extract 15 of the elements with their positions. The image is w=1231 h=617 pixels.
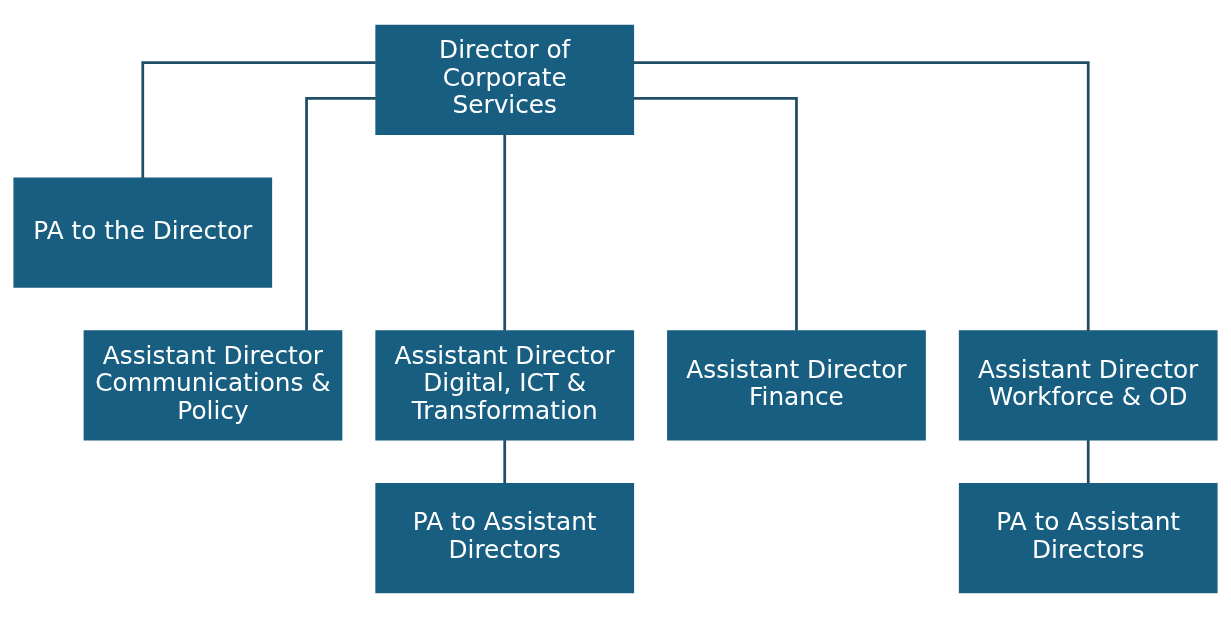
node-box: PA to Assistant Directors: [958, 482, 1218, 593]
connector: [633, 60, 1090, 331]
node-box: Assistant Director Finance: [667, 329, 926, 440]
node-box: PA to the Director: [13, 177, 273, 288]
connector: [141, 60, 376, 178]
node-box: PA to Assistant Directors: [375, 482, 635, 593]
connector: [503, 134, 507, 331]
node-box: Director of Corporate Services: [375, 24, 635, 135]
node-box: Assistant Director Communications & Policy: [83, 329, 343, 440]
connector: [633, 96, 798, 331]
connector: [1086, 439, 1090, 483]
connector: [305, 96, 376, 331]
node-box: Assistant Director Digital, ICT & Transformation: [375, 329, 635, 440]
node-box: Assistant Director Workforce & OD: [958, 329, 1218, 440]
connector: [503, 439, 507, 483]
